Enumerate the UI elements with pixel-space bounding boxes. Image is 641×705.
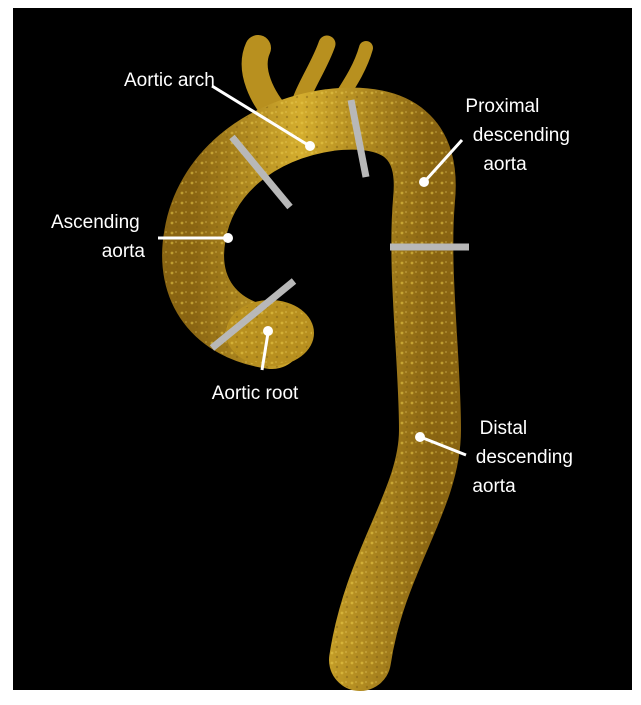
label-proximal-descending-aorta: Proximal descending aorta xyxy=(465,96,575,175)
label-aortic-arch: Aortic arch xyxy=(124,70,215,91)
label-distal-descending-aorta: Distal descending aorta xyxy=(472,418,578,497)
aorta-vessel xyxy=(193,44,430,660)
label-aortic-root: Aortic root xyxy=(212,383,299,404)
label-ascending-aorta: Ascending aorta xyxy=(51,212,145,262)
